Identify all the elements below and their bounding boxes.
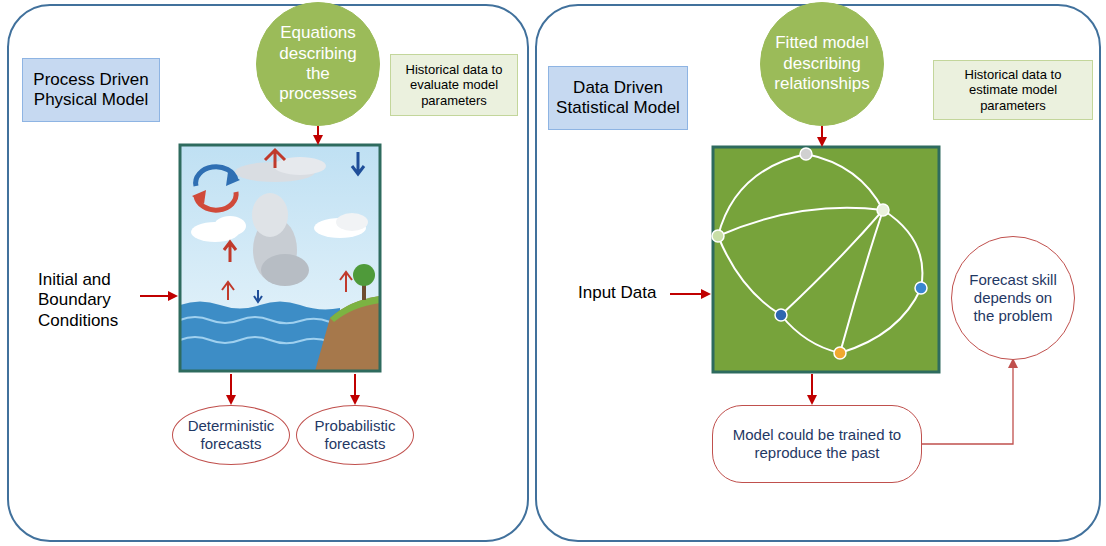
node-text: Process Driven Physical Model xyxy=(29,70,153,111)
right-panel xyxy=(536,5,1100,541)
model-title-box: Data Driven Statistical Model xyxy=(548,66,688,130)
data-note-box: Historical data to evaluate model parame… xyxy=(390,54,518,116)
outcome-box: Model could be trained to reproduce the … xyxy=(712,405,922,483)
input-label: Input Data xyxy=(578,283,656,303)
forecast-oval: Probabilistic forecasts xyxy=(296,405,414,465)
connector-arrow xyxy=(922,360,1013,444)
node-text: Historical data to estimate model parame… xyxy=(939,67,1087,114)
model-title-box: Process Driven Physical Model xyxy=(22,58,160,122)
skill-circle: Forecast skill depends on the problem xyxy=(951,236,1075,360)
fitted-model-circle: Fitted model describing relationships xyxy=(760,2,884,126)
node-text: Data Driven Statistical Model xyxy=(555,78,681,119)
node-text: Historical data to evaluate model parame… xyxy=(396,62,512,109)
network-illustration xyxy=(712,147,939,372)
forecast-oval: Deterministic forecasts xyxy=(172,405,290,465)
input-label: Initial and Boundary Conditions xyxy=(38,270,136,331)
node-text: Deterministic forecasts xyxy=(179,417,283,453)
node-text: Fitted model describing relationships xyxy=(769,33,875,94)
climate-illustration xyxy=(180,145,380,371)
equations-circle: Equations describing the processes xyxy=(256,2,380,126)
node-text: Model could be trained to reproduce the … xyxy=(725,426,909,462)
node-text: Forecast skill depends on the problem xyxy=(966,271,1060,325)
node-text: Probabilistic forecasts xyxy=(303,417,407,453)
data-note-box: Historical data to estimate model parame… xyxy=(933,60,1093,120)
flow-arrows xyxy=(140,126,822,403)
node-text: Equations describing the processes xyxy=(267,23,369,105)
